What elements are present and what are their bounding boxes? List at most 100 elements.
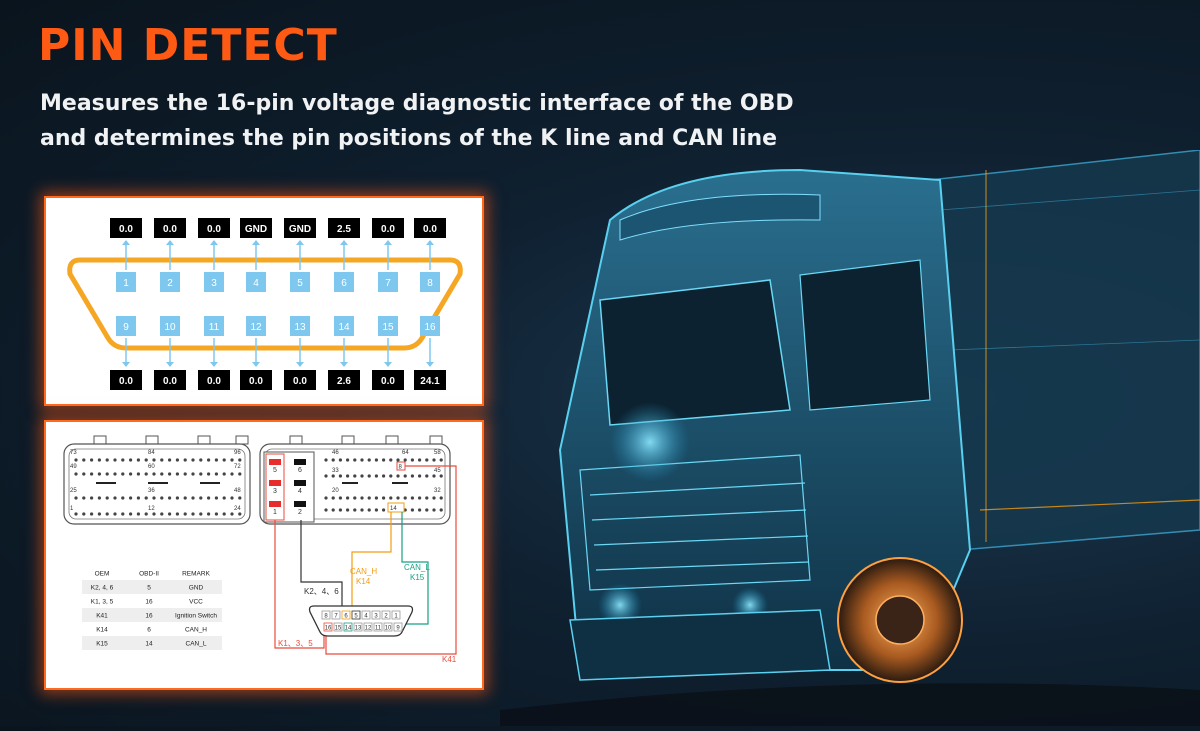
ecu-right-pin-dot bbox=[389, 496, 393, 500]
top-voltage-4: GND bbox=[245, 224, 267, 235]
ecu-right-pin-dot bbox=[425, 458, 429, 462]
ecu-right-pin-dot bbox=[418, 496, 422, 500]
ecu-left-pin-dot bbox=[105, 496, 109, 500]
ecu-left-pin-dot bbox=[191, 512, 195, 516]
top-voltage-5: GND bbox=[289, 224, 311, 235]
ecu-left-pin-dot bbox=[90, 458, 94, 462]
obd-mini-top-pin-8: 8 bbox=[324, 614, 328, 620]
bottom-pin-box-2 bbox=[160, 316, 180, 336]
bottom-voltage-6: 2.6 bbox=[337, 376, 351, 387]
ecu-left-num-84: 84 bbox=[148, 450, 155, 456]
top-pin-4: 4 bbox=[253, 278, 259, 289]
ecu-right-pin-14: 14 bbox=[390, 506, 397, 512]
ecu-left-pin-dot bbox=[90, 496, 94, 500]
ecu-left-pin-dot bbox=[113, 512, 117, 516]
relay-num-5: 5 bbox=[273, 467, 277, 474]
ecu-right-pin-dot bbox=[410, 508, 414, 512]
bottom-voltage-box-5 bbox=[284, 370, 316, 390]
bottom-arrowhead-6 bbox=[340, 362, 348, 367]
ecu-left-pin-dot bbox=[105, 458, 109, 462]
ecu-left-num-60: 60 bbox=[148, 464, 155, 470]
table-header-cell: OBD-II bbox=[139, 571, 159, 578]
ecu-left-pin-dot bbox=[160, 472, 164, 476]
ecu-right-pin-dot bbox=[367, 458, 371, 462]
ecu-left-num-1: 1 bbox=[70, 506, 74, 512]
obd-mini-top-pin-5: 5 bbox=[354, 614, 358, 620]
top-voltage-7: 0.0 bbox=[381, 224, 395, 235]
ecu-right-pin-dot bbox=[410, 458, 414, 462]
ecu-right-pin-dot bbox=[374, 458, 378, 462]
top-pin-box-5 bbox=[290, 272, 310, 292]
top-arrowhead-4 bbox=[252, 240, 260, 245]
ecu-right-pin-dot bbox=[439, 458, 443, 462]
ecu-left-pin-dot bbox=[168, 496, 172, 500]
ecu-left-pin-dot bbox=[136, 496, 140, 500]
page-title: PIN DETECT bbox=[38, 20, 338, 71]
ecu-left-num-48: 48 bbox=[234, 488, 241, 494]
obd-mini-bottom-pin-box bbox=[393, 622, 403, 632]
obd-mini-top-pin-3: 3 bbox=[374, 614, 378, 620]
table-cell: GND bbox=[189, 585, 204, 592]
ecu-left-pin-dot bbox=[144, 472, 148, 476]
ecu-left-pin-dot bbox=[82, 458, 86, 462]
bottom-pin-box-7 bbox=[378, 316, 398, 336]
ecu-left-pin-dot bbox=[129, 472, 133, 476]
bottom-voltage-box-3 bbox=[198, 370, 230, 390]
ecu-right-pin-dot bbox=[418, 458, 422, 462]
ecu-right-pin-dot bbox=[338, 496, 342, 500]
top-arrowhead-7 bbox=[384, 240, 392, 245]
ecu-left-pin-dot bbox=[222, 458, 226, 462]
ecu-right-pin-dot bbox=[346, 474, 350, 478]
ecu-left-pin-dot bbox=[168, 512, 172, 516]
ecu-right-pin-dot bbox=[382, 458, 386, 462]
top-pin-box-7 bbox=[378, 272, 398, 292]
bottom-pin-box-4 bbox=[246, 316, 266, 336]
obd-mini-top-pin-2: 2 bbox=[384, 614, 388, 620]
ecu-right-num-20: 20 bbox=[332, 488, 339, 494]
ecu-right-pin-dot bbox=[360, 458, 364, 462]
ecu-right-pin-dot bbox=[432, 508, 436, 512]
ecu-right-pin-dot bbox=[338, 474, 342, 478]
top-voltage-3: 0.0 bbox=[207, 224, 221, 235]
ecu-left-pin-dot bbox=[144, 512, 148, 516]
ecu-left-pin-dot bbox=[74, 472, 78, 476]
semi-truck-icon bbox=[500, 149, 1200, 726]
ecu-left-pin-dot bbox=[136, 472, 140, 476]
ecu-connector-left: 73 84 96 49 60 72 25 36 48 1 12 24 bbox=[63, 435, 251, 525]
label-k41: K41 bbox=[442, 655, 457, 664]
ecu-left-pin-dot bbox=[183, 496, 187, 500]
ecu-right-pin-dot bbox=[353, 458, 357, 462]
ecu-left-pin-dot bbox=[222, 496, 226, 500]
obd-mini-bottom-pin-box bbox=[373, 622, 383, 632]
top-pin-box-2 bbox=[160, 272, 180, 292]
ecu-left-pin-dot bbox=[105, 472, 109, 476]
ecu-left-pin-dot bbox=[129, 512, 133, 516]
obd-mini-top-pin-1: 1 bbox=[394, 614, 398, 620]
ecu-right-pin-dot bbox=[331, 508, 335, 512]
table-header-cell: REMARK bbox=[182, 571, 210, 578]
ecu-right-num-64: 64 bbox=[402, 450, 409, 456]
bottom-pin-box-3 bbox=[204, 316, 224, 336]
table-cell: K1, 3, 5 bbox=[91, 599, 114, 606]
bottom-arrowhead-8 bbox=[426, 362, 434, 367]
top-voltage-box-5 bbox=[284, 218, 316, 238]
ecu-right-pin-dot bbox=[360, 474, 364, 478]
ecu-right-pin-dot bbox=[382, 474, 386, 478]
ecu-right-pin-dot bbox=[389, 458, 393, 462]
relay-num-3: 3 bbox=[273, 488, 277, 495]
ecu-right-pin-dot bbox=[396, 474, 400, 478]
ecu-right-pin-dot bbox=[353, 474, 357, 478]
ecu-left-pin-dot bbox=[97, 472, 101, 476]
bottom-arrowhead-2 bbox=[166, 362, 174, 367]
bottom-pin-box-8 bbox=[420, 316, 440, 336]
table-row-bg bbox=[82, 580, 222, 594]
ecu-right-pin-dot bbox=[439, 508, 443, 512]
ecu-right-pin-dot bbox=[331, 474, 335, 478]
ecu-right-num-33: 33 bbox=[332, 468, 339, 474]
ecu-right-pin-dot bbox=[346, 508, 350, 512]
ecu-left-pin-dot bbox=[175, 496, 179, 500]
table-cell: K15 bbox=[96, 641, 108, 648]
ecu-right-pin-dot bbox=[346, 496, 350, 500]
